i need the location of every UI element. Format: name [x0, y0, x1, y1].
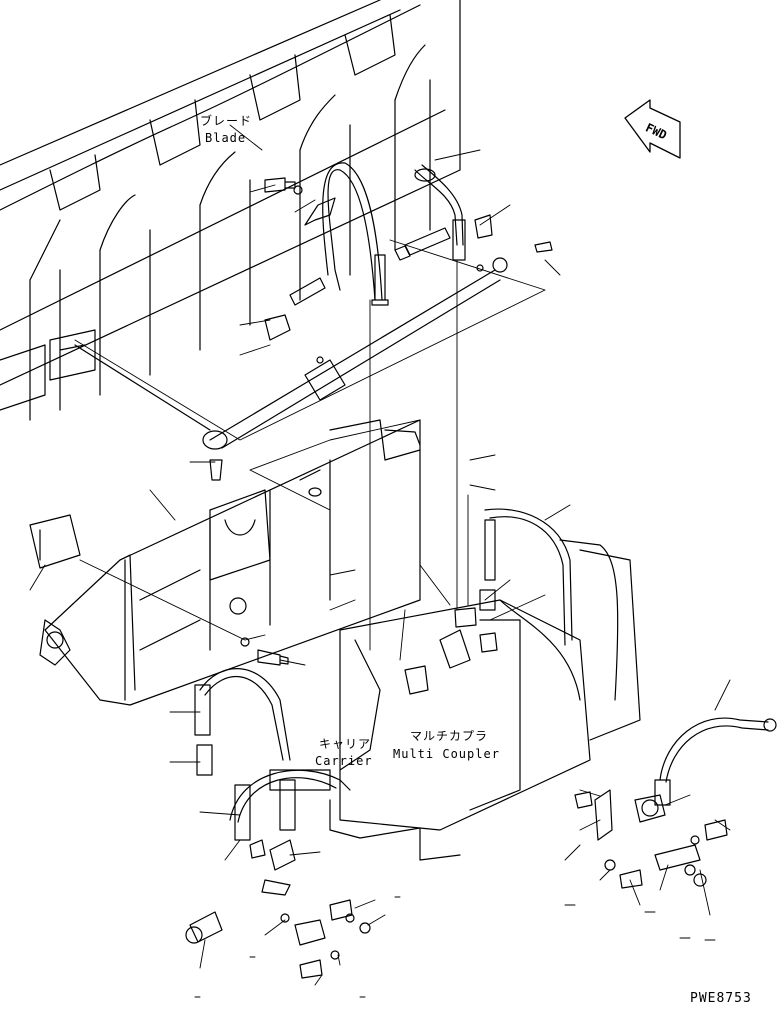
- blade-cylinder: [74, 269, 501, 481]
- blade-label-jp: ブレード: [200, 113, 252, 128]
- blade-label-en: Blade: [205, 131, 246, 145]
- blade-assembly: [0, 0, 461, 421]
- lower-left-parts: [185, 637, 371, 979]
- carrier-label-jp: キャリア: [319, 737, 371, 751]
- fwd-arrow: [624, 99, 681, 159]
- blade-hoses: [264, 162, 553, 341]
- drawing-code: PWE8753: [690, 991, 752, 1006]
- coupler-label-jp: マルチカプラ: [410, 729, 488, 743]
- frame-assembly: [29, 419, 421, 706]
- dash-marks: [194, 896, 716, 998]
- leader-lines: [29, 124, 731, 986]
- carrier-label-en: Carrier: [315, 754, 373, 768]
- lower-right-parts: [574, 717, 777, 889]
- coupler-label-en: Multi Coupler: [393, 747, 500, 761]
- fwd-label: FWD: [643, 121, 669, 143]
- coupler-assembly: [329, 508, 641, 861]
